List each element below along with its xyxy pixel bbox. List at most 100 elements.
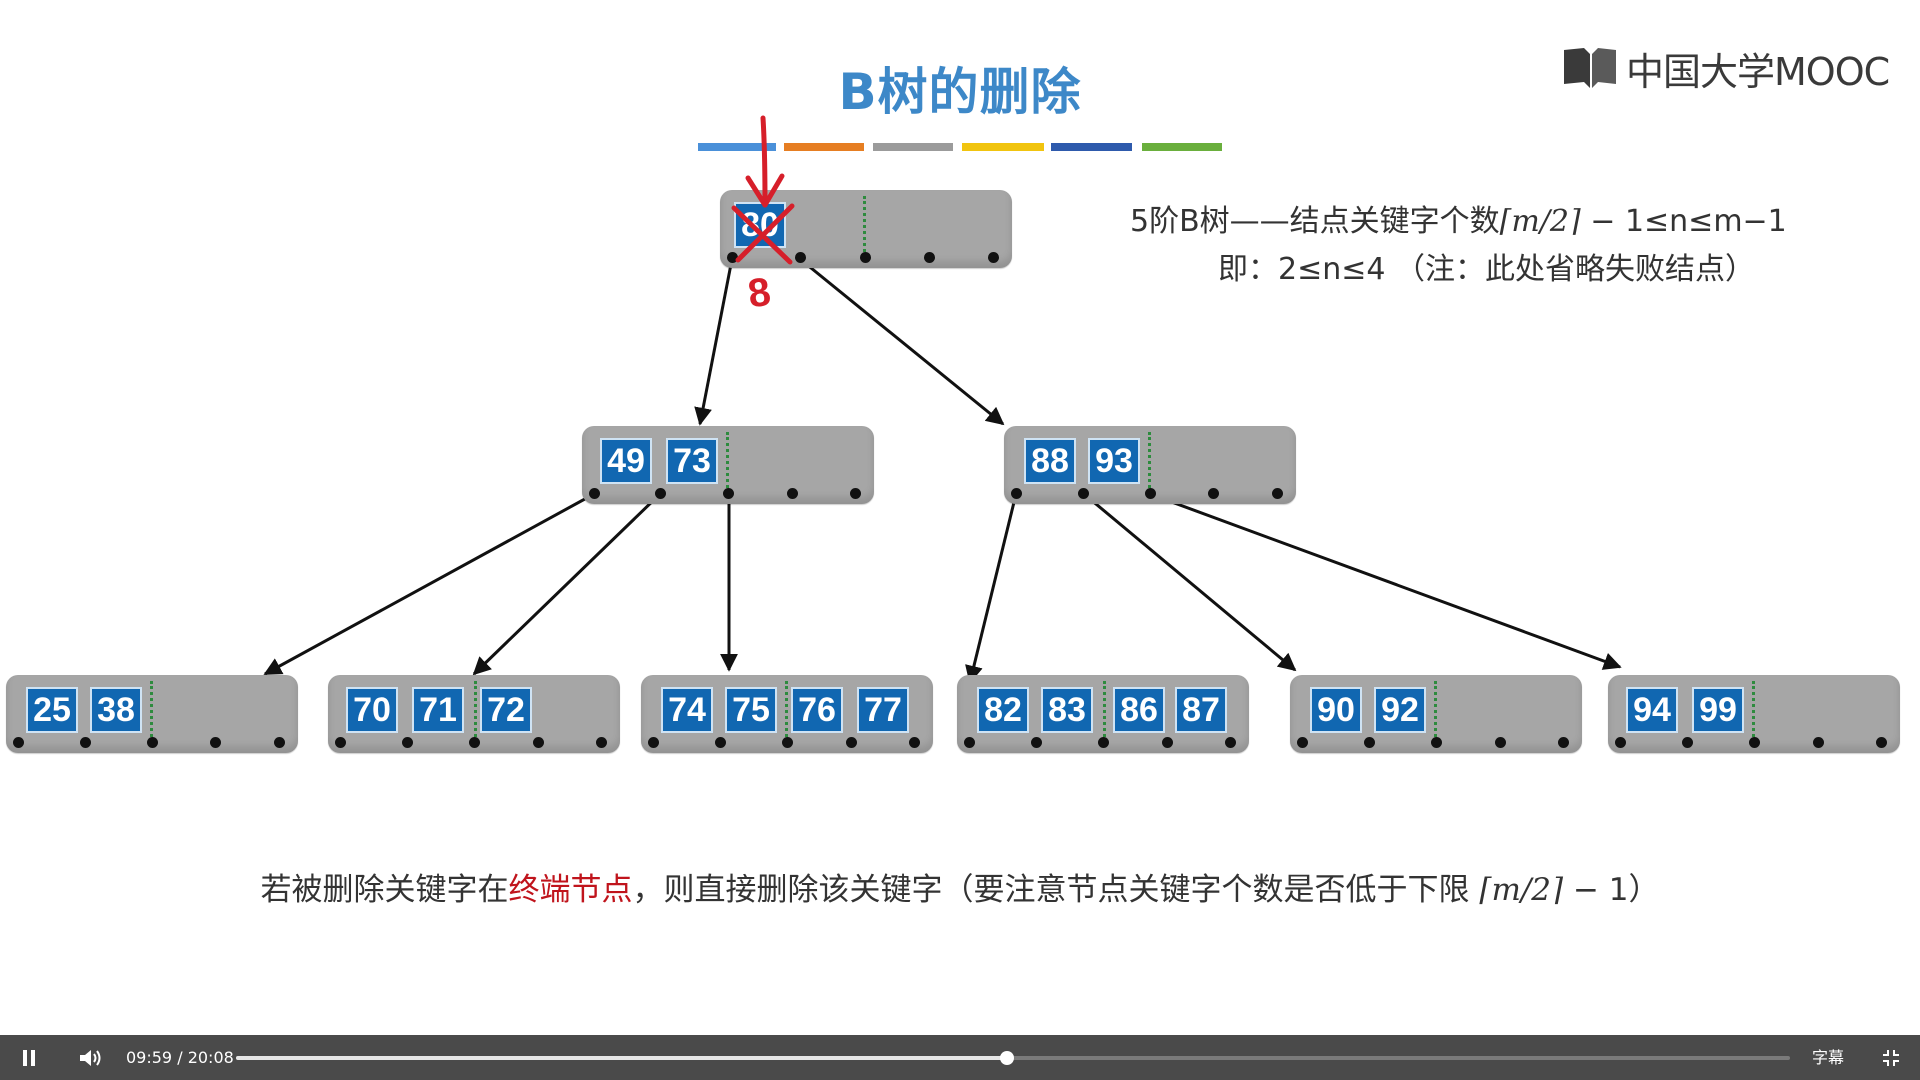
current-time: 09:59 (126, 1048, 173, 1067)
pause-icon (23, 1049, 35, 1066)
fullscreen-exit-icon (1883, 1049, 1899, 1066)
desc-text: 5阶B树——结点关键字个数 (1130, 204, 1500, 239)
pointer-dot (860, 252, 871, 263)
key-cell: 82 (977, 687, 1029, 733)
key-cell: 72 (480, 687, 532, 733)
desc-math: ⌈m/2⌉ (1499, 204, 1581, 239)
pointer-dot (1272, 488, 1283, 499)
progress-track[interactable] (236, 1051, 1790, 1065)
caption-text-suffix: − 1） (1563, 872, 1660, 908)
annotation-mark: 8 (745, 270, 773, 317)
edge (694, 258, 734, 426)
playback-time: 09:59 / 20:08 (126, 1035, 234, 1080)
color-bar (784, 143, 864, 151)
progress-thumb[interactable] (999, 1051, 1014, 1065)
pointer-dot (1495, 737, 1506, 748)
edge (965, 493, 1018, 684)
key-cell: 77 (857, 687, 909, 733)
slide-title: B树的删除 (838, 63, 1082, 121)
pointer-dot (1682, 737, 1693, 748)
pointer-dot (787, 488, 798, 499)
video-player-bar: 09:59 / 20:08 字幕 (0, 1035, 1920, 1080)
pointer-dot (1031, 737, 1042, 748)
key-cell: 76 (791, 687, 843, 733)
pointer-dot (1558, 737, 1569, 748)
key-cell: 88 (1024, 438, 1076, 484)
volume-button[interactable] (74, 1035, 106, 1080)
key-cell: 90 (1310, 687, 1362, 733)
tree-order-description: 5阶B树——结点关键字个数⌈m/2⌉ − 1≤n≤m−1 (1130, 196, 1787, 240)
pointer-dot (964, 737, 975, 748)
separator (1752, 681, 1755, 737)
pointer-dot (1011, 488, 1022, 499)
pointer-dot (13, 737, 24, 748)
key-cell: 75 (725, 687, 777, 733)
separator (726, 432, 729, 488)
color-bar (698, 143, 776, 151)
down-arrow-icon (760, 115, 768, 208)
pointer-dot (846, 737, 857, 748)
pointer-dot (1225, 737, 1236, 748)
pointer-dot (988, 252, 999, 263)
key-cell: 70 (346, 687, 398, 733)
volume-icon (80, 1049, 101, 1066)
pointer-dot (469, 737, 480, 748)
pointer-dot (715, 737, 726, 748)
pointer-dot (782, 737, 793, 748)
leaf-node: 90 92 (1290, 675, 1582, 753)
separator (1103, 681, 1106, 737)
pointer-dot (1876, 737, 1887, 748)
separator (863, 196, 866, 252)
internal-node: 88 93 (1004, 426, 1296, 504)
internal-node: 49 73 (582, 426, 874, 504)
key-cell: 92 (1374, 687, 1426, 733)
leaf-node: 82 83 86 87 (957, 675, 1249, 753)
key-cell: 38 (90, 687, 142, 733)
key-cell: 71 (412, 687, 464, 733)
slide: B树的删除 中国大学MOOC 5阶B树——结点关键字个数⌈m/2⌉ − 1≤n≤… (0, 48, 1920, 909)
pointer-dot (274, 737, 285, 748)
pointer-dot (723, 488, 734, 499)
pointer-dot (1162, 737, 1173, 748)
pointer-dot (648, 737, 659, 748)
pointer-dot (589, 488, 600, 499)
pointer-dot (335, 737, 346, 748)
deletion-annotation: 8 (731, 115, 795, 317)
edge (263, 492, 595, 676)
caption-math: ⌈m/2⌉ (1479, 872, 1564, 908)
pointer-dot (1078, 488, 1089, 499)
pointer-dot (850, 488, 861, 499)
key-cell: 94 (1626, 687, 1678, 733)
edge (1083, 492, 1297, 672)
progress-fill (236, 1056, 1007, 1060)
separator (1434, 681, 1437, 737)
pause-button[interactable] (14, 1035, 44, 1080)
separator (1148, 432, 1151, 488)
pointer-dot (1615, 737, 1626, 748)
pointer-dot (210, 737, 221, 748)
pointer-dot (909, 737, 920, 748)
pointer-dot (924, 252, 935, 263)
exit-fullscreen-button[interactable] (1876, 1035, 1906, 1080)
key-cell: 99 (1692, 687, 1744, 733)
leaf-node: 25 38 (6, 675, 298, 753)
key-cell: 49 (600, 438, 652, 484)
pointer-dot (80, 737, 91, 748)
cross-icon (731, 203, 795, 265)
separator (474, 681, 477, 737)
pointer-dot (727, 252, 738, 263)
separator (150, 681, 153, 737)
pointer-dot (402, 737, 413, 748)
key-cell: 87 (1175, 687, 1227, 733)
subtitle-button[interactable]: 字幕 (1812, 1048, 1845, 1067)
pointer-dot (1749, 737, 1760, 748)
pointer-dot (1208, 488, 1219, 499)
separator (785, 681, 788, 737)
duration: 20:08 (187, 1048, 234, 1067)
edge (1149, 492, 1622, 670)
pointer-dot (795, 252, 806, 263)
pointer-dot (1098, 737, 1109, 748)
key-cell: 93 (1088, 438, 1140, 484)
slide-caption: 若被删除关键字在终端节点，则直接删除该关键字（要注意节点关键字个数是否低于下限 … (0, 864, 1920, 909)
caption-text-middle: ，则直接删除该关键字（要注意节点关键字个数是否低于下限 (632, 872, 1480, 908)
